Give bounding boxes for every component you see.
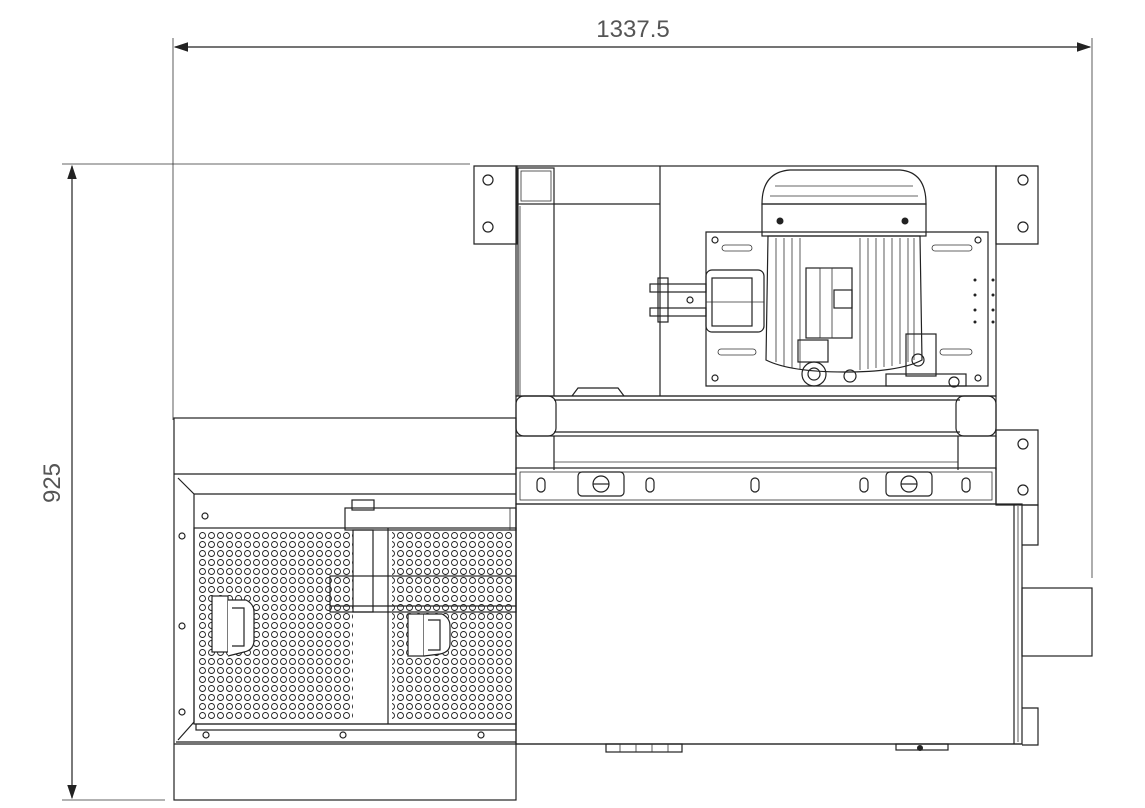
height-dimension: 925 — [39, 163, 470, 801]
width-dimension-label: 1337.5 — [596, 16, 669, 43]
tray-handle-right — [407, 613, 451, 657]
mounting-ear-right — [995, 165, 1039, 245]
motor-fins — [775, 238, 915, 370]
control-box — [515, 503, 1093, 753]
horizontal-beam — [515, 395, 997, 470]
height-dimension-label: 925 — [39, 463, 66, 503]
motor — [571, 169, 967, 397]
perforated-tray — [173, 417, 517, 801]
mounting-ear-left — [473, 165, 518, 245]
upper-frame — [515, 165, 997, 397]
tray-handle-left — [211, 595, 255, 657]
clamp-rail — [515, 467, 997, 505]
width-dimension: 1337.5 — [172, 16, 1093, 578]
